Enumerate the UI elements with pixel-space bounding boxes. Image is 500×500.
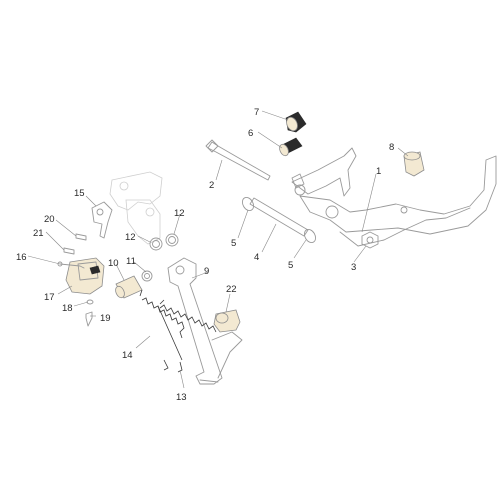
part-7-bushing: [285, 111, 307, 133]
part-labels: 1 2 3 4 5 5 6 7 8 9 10 11 12 12 13 14 15…: [16, 107, 394, 403]
label-5-right: 5: [288, 260, 293, 271]
part-12-rings: [149, 233, 179, 251]
part-16-cable: [57, 261, 85, 269]
part-21-screw: [63, 247, 75, 255]
part-14-spring: [139, 289, 185, 371]
label-2: 2: [209, 180, 214, 191]
part-6-bushing: [279, 137, 303, 157]
part-10-pin: [115, 275, 143, 299]
label-8: 8: [389, 142, 394, 153]
label-6: 6: [248, 128, 253, 139]
label-20: 20: [44, 214, 55, 225]
label-15: 15: [74, 188, 85, 199]
part-19-screw: [85, 311, 93, 327]
frame-bracket-ghost: [109, 171, 163, 245]
label-19: 19: [100, 313, 111, 324]
part-9-side-stand: [167, 257, 243, 385]
part-15-bracket: [91, 201, 113, 239]
label-3: 3: [351, 262, 356, 273]
label-5-left: 5: [231, 238, 236, 249]
part-13-spring: [157, 299, 217, 373]
label-16: 16: [16, 252, 27, 263]
part-20-screw: [75, 233, 87, 241]
label-21: 21: [33, 228, 44, 239]
label-9: 9: [204, 266, 209, 277]
label-12-left: 12: [125, 232, 136, 243]
part-11-washer: [141, 270, 153, 282]
label-7: 7: [254, 107, 259, 118]
label-17: 17: [44, 292, 55, 303]
part-4-pivot-pin: [241, 196, 317, 244]
label-13: 13: [176, 392, 187, 403]
label-12-right: 12: [174, 208, 185, 219]
label-4: 4: [254, 252, 259, 263]
part-17-switch: [65, 257, 105, 295]
part-2-long-bolt: [205, 139, 271, 181]
label-14: 14: [122, 350, 133, 361]
part-8-rubber-stopper: [403, 151, 425, 177]
label-1: 1: [376, 166, 381, 177]
label-10: 10: [108, 258, 119, 269]
label-18: 18: [62, 303, 73, 314]
part-3-nut: [361, 231, 379, 249]
label-11: 11: [126, 256, 136, 267]
part-1-center-stand: [291, 147, 497, 247]
part-22-rubber-bush: [213, 309, 241, 333]
leader-lines: [27, 110, 409, 389]
label-22: 22: [226, 284, 237, 295]
